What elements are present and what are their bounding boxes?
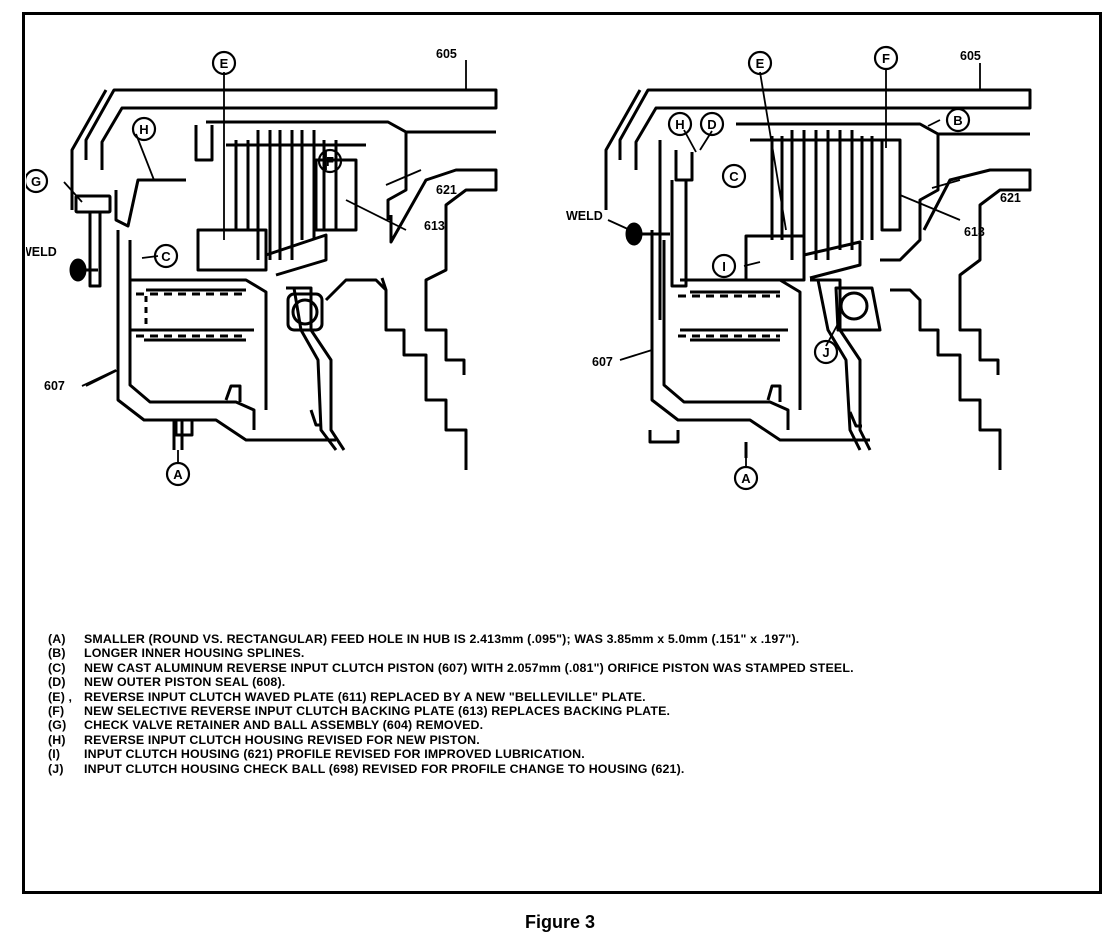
clutch-plates [226,130,366,260]
legend-text: NEW SELECTIVE REVERSE INPUT CLUTCH BACKI… [84,704,671,719]
legend-item-h: (H) REVERSE INPUT CLUTCH HOUSING REVISED… [48,733,1088,747]
legend-text: LONGER INNER HOUSING SPLINES. [84,646,305,661]
label-weld: WELD [566,209,603,223]
legend-item-b: (B) LONGER INNER HOUSING SPLINES. [48,646,1088,660]
housing-outline [70,88,498,470]
legend-item-a: (A) SMALLER (ROUND VS. RECTANGULAR) FEED… [48,632,1088,646]
legend-list: (A) SMALLER (ROUND VS. RECTANGULAR) FEED… [48,632,1088,776]
legend-key: (C) [48,660,66,675]
callout-f: F [326,154,334,169]
callouts [26,50,343,487]
callout-b: B [953,113,962,128]
callout-i-circle [711,253,737,279]
clutch-plates [750,130,900,260]
legend-key: (E) , [48,689,73,704]
label-607: 607 [44,379,65,393]
legend-key: (H) [48,732,66,747]
legend-key: (F) [48,704,65,719]
callout-d: D [707,117,716,132]
callout-j: J [822,345,829,360]
legend-item-e: (E) , REVERSE INPUT CLUTCH WAVED PLATE (… [48,690,1088,704]
legend-text: SMALLER (ROUND VS. RECTANGULAR) FEED HOL… [84,632,800,646]
legend-key: (A) [48,632,66,646]
legend-text: REVERSE INPUT CLUTCH WAVED PLATE (611) R… [84,689,646,704]
label-weld: WELD [26,245,57,259]
callout-j-circle [813,339,839,365]
figure-caption: Figure 3 [524,912,595,932]
callout-e: E [756,56,765,71]
backing-plate-613 [880,138,902,232]
callout-a: A [173,467,183,482]
callout-c: C [729,169,739,184]
legend-text: REVERSE INPUT CLUTCH HOUSING REVISED FOR… [84,732,480,747]
leader-lines [63,72,422,462]
label-613: 613 [964,225,985,239]
callout-g: G [31,174,41,189]
callout-a-circle [733,465,759,491]
diagram-revised-section: E F H D B C I J A 605 621 613 607 WELD [566,45,1032,491]
legend-text: CHECK VALVE RETAINER AND BALL ASSEMBLY (… [84,718,484,733]
housing-outline [604,88,1032,470]
piston-block [196,228,328,277]
check-ball-j [834,286,882,332]
legend-key: (D) [48,675,66,690]
callout-e-circle [747,50,773,76]
callout-c: C [161,249,171,264]
label-607: 607 [592,355,613,369]
diagram-original-section: E H G F C A 605 621 613 607 WELD [26,47,498,487]
legend-text: NEW OUTER PISTON SEAL (608). [84,675,286,690]
callout-b-circle [945,107,971,133]
legend-key: (J) [48,761,64,776]
legend-item-d: (D) NEW OUTER PISTON SEAL (608). [48,675,1088,689]
callout-e: E [220,56,229,71]
callout-a-circle [165,461,191,487]
weld-bolt [625,180,688,288]
callout-g-circle [26,168,49,194]
callout-f: F [882,51,890,66]
label-613: 613 [424,219,445,233]
callout-f-circle [317,148,343,174]
hub-feed-hole [172,420,184,450]
callout-c-circle [153,243,179,269]
legend-text: INPUT CLUTCH HOUSING CHECK BALL (698) RE… [84,761,685,776]
callout-h-circle [131,116,157,142]
callout-h-circle [667,111,693,137]
legend-item-j: (J) INPUT CLUTCH HOUSING CHECK BALL (698… [48,762,1088,776]
weld-bolt [69,194,112,288]
label-621: 621 [436,183,457,197]
callout-i: I [722,259,726,274]
callouts [667,45,971,491]
legend-item-g: (G) CHECK VALVE RETAINER AND BALL ASSEMB… [48,718,1088,732]
label-605: 605 [436,47,457,61]
callout-h: H [675,117,684,132]
callout-h: H [139,122,148,137]
callout-e-circle [211,50,237,76]
figure-frame [22,12,1102,894]
callout-d-circle [699,111,725,137]
legend-item-c: (C) NEW CAST ALUMINUM REVERSE INPUT CLUT… [48,661,1088,675]
check-ball-assembly [286,292,324,332]
label-605: 605 [960,49,981,63]
label-621: 621 [1000,191,1021,205]
legend-item-i: (I) INPUT CLUTCH HOUSING (621) PROFILE R… [48,747,1088,761]
legend-key: (I) [48,747,61,762]
piston-block [744,234,862,282]
legend-key: (G) [48,718,67,733]
legend-item-f: (F) NEW SELECTIVE REVERSE INPUT CLUTCH B… [48,704,1088,718]
callout-a: A [741,471,751,486]
legend-text: NEW CAST ALUMINUM REVERSE INPUT CLUTCH P… [84,660,854,675]
backing-plate-613 [314,158,358,232]
legend-key: (B) [48,646,66,661]
legend-text: INPUT CLUTCH HOUSING (621) PROFILE REVIS… [84,747,585,762]
callout-c-circle [721,163,747,189]
callout-f-circle [873,45,899,71]
